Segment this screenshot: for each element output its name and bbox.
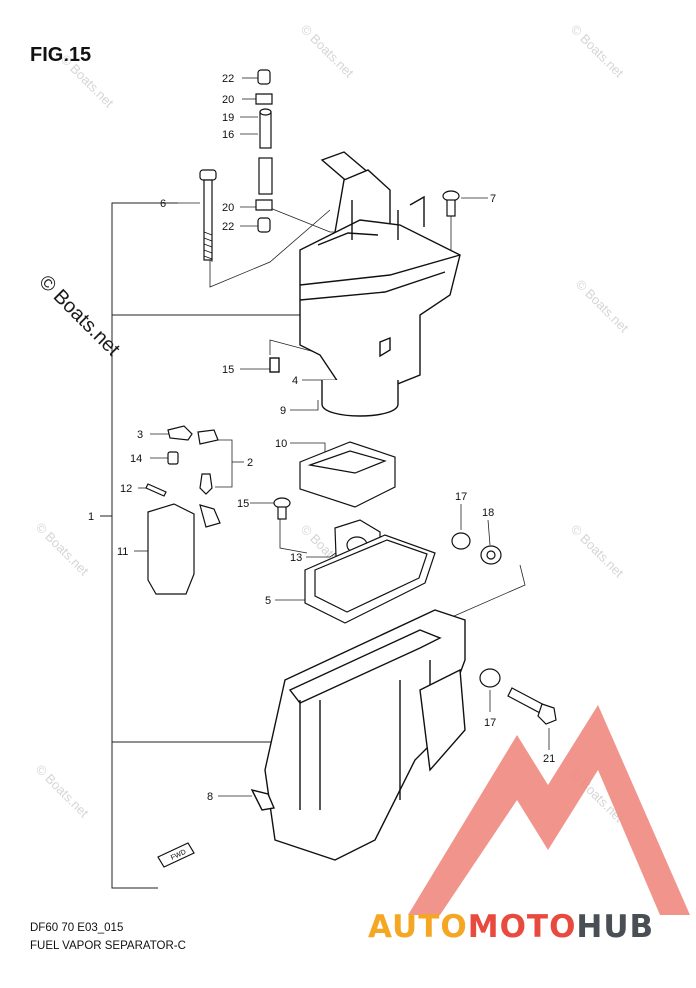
figure-name: FUEL VAPOR SEPARATOR-C [30,940,186,952]
callout-17b: 17 [484,717,496,729]
callout-4: 4 [292,375,298,387]
watermark-text: © Boats.net [33,762,92,821]
watermark-text: © Boats.net [298,22,357,81]
watermark-text: © Boats.net [568,22,627,81]
watermark-text: © Boats.net [58,52,117,111]
callout-6: 6 [160,198,166,210]
cover-assembly [269,151,461,417]
fwd-arrow: FWD [157,842,195,868]
callout-13: 13 [290,552,302,564]
watermark-large: © Boats.net [34,271,124,361]
callout-16: 16 [222,129,234,141]
callout-20: 20 [222,94,234,106]
callout-5: 5 [265,595,271,607]
gasket [299,441,396,508]
figure-code: DF60 70 E03_015 [30,922,124,934]
watermark-text: © Boats.net [573,277,632,336]
separator-body [250,609,466,861]
callout-1: 1 [88,511,94,523]
callout-17: 17 [455,491,467,503]
callout-15: 15 [222,364,234,376]
callout-11: 11 [117,546,128,558]
callout-7: 7 [490,193,496,205]
callout-9: 9 [280,405,286,417]
callout-8: 8 [207,791,213,803]
watermark-text: © Boats.net [33,520,92,579]
callout-15b: 15 [237,498,249,510]
callout-3: 3 [137,429,143,441]
callout-22b: 22 [222,221,234,233]
bracket-lines [100,202,300,889]
regulator [304,519,436,624]
small-bolt [273,497,291,520]
callout-labels: 22 20 19 16 20 22 6 7 15 4 9 3 14 12 2 1… [88,73,555,803]
float-parts [145,425,221,595]
figure-title: FIG.15 [30,44,92,66]
bolt-21 [507,687,557,725]
brand-logo-mark [408,705,690,915]
brand-wordmark: AUTOMOTOHUB [368,909,654,945]
screw [442,190,460,217]
callout-18: 18 [482,507,494,519]
long-bolt [199,169,217,261]
callout-14: 14 [130,453,142,465]
brand-part-moto: MOTO [468,909,577,945]
brand-part-auto: AUTO [368,909,468,945]
callout-19: 19 [222,112,234,124]
brand-part-hub: HUB [576,909,654,945]
grommets [451,532,502,688]
callout-22: 22 [222,73,234,85]
callout-12: 12 [120,483,132,495]
callout-21: 21 [543,753,555,765]
callout-10: 10 [275,438,287,450]
callout-2: 2 [247,457,253,469]
hose-stack [255,69,273,233]
watermark-text: © Boats.net [568,522,627,581]
callout-20b: 20 [222,202,234,214]
